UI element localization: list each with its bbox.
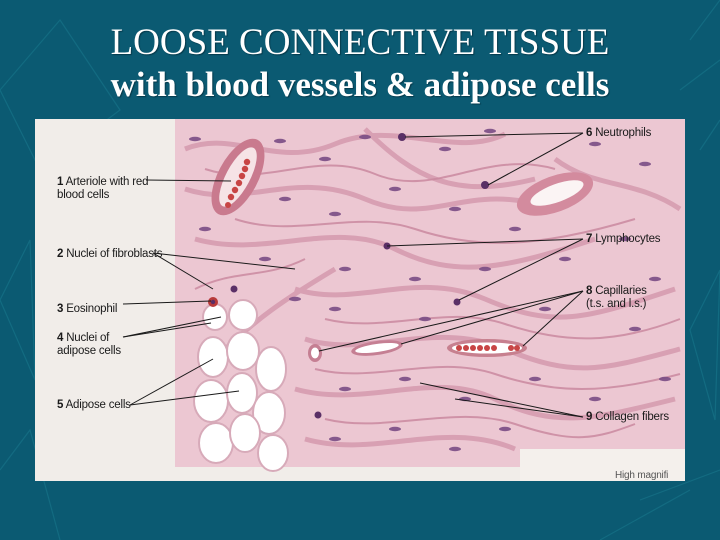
label-eosinophil: 3 Eosinophil [57, 303, 118, 315]
label-collagen-fibers: 9 Collagen fibers [586, 411, 669, 423]
tissue-micrograph [35, 119, 685, 481]
arteriole [211, 138, 265, 216]
label-adipose-cells: 5 Adipose cells [57, 399, 131, 411]
adipose-cells [193, 299, 289, 472]
label-arteriole: 1 Arteriole with red blood cells [57, 176, 149, 201]
caption-fragment: High magnifi [615, 470, 669, 481]
title-line-2: with blood vessels & adipose cells [110, 65, 610, 104]
label-lymphocytes: 7 Lymphocytes [586, 233, 661, 245]
label-capillaries: 8 Capillaries (t.s. and l.s.) [586, 285, 647, 310]
title-line-1: LOOSE CONNECTIVE TISSUE [110, 22, 610, 63]
capillaries [308, 339, 527, 362]
label-neutrophils: 6 Neutrophils [586, 127, 652, 139]
histology-figure: 1 Arteriole with red blood cells 2 Nucle… [35, 119, 685, 481]
slide-title: LOOSE CONNECTIVE TISSUE with blood vesse… [0, 22, 720, 106]
label-fibroblast-nuclei: 2 Nuclei of fibroblasts [57, 248, 163, 260]
label-adipose-nuclei: 4 Nuclei of adipose cells [57, 332, 121, 357]
